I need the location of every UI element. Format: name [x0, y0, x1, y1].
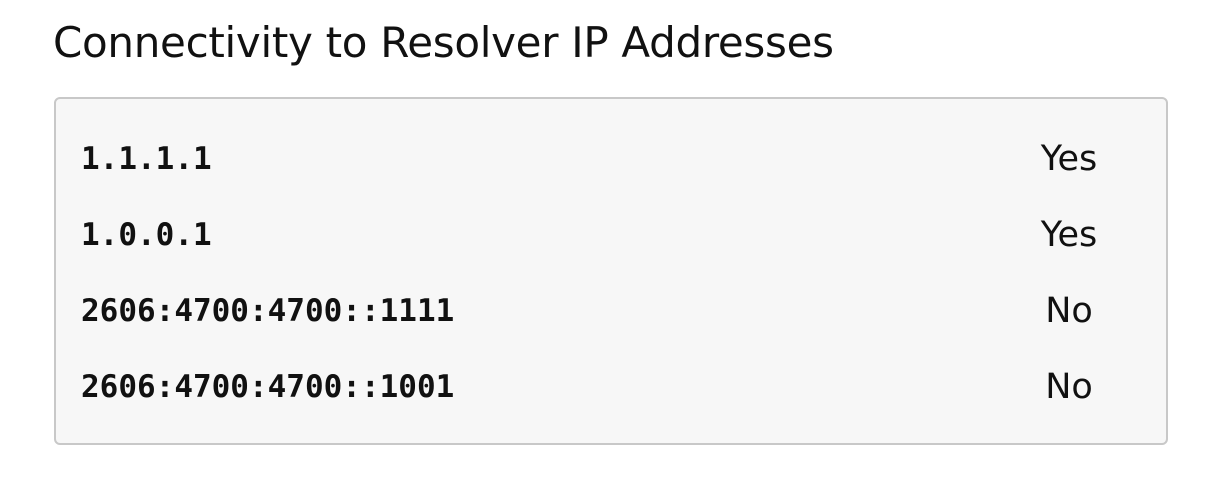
connectivity-status: No [1045, 291, 1093, 331]
connectivity-status: Yes [1040, 215, 1098, 255]
resolver-ip: 2606:4700:4700::1111 [81, 293, 455, 329]
resolver-ip: 1.1.1.1 [81, 141, 212, 177]
resolver-row: 2606:4700:4700::1001 No [56, 349, 1166, 425]
resolver-connectivity-panel: 1.1.1.1 Yes 1.0.0.1 Yes 2606:4700:4700::… [54, 97, 1168, 445]
connectivity-status: No [1045, 367, 1093, 407]
resolver-row: 1.0.0.1 Yes [56, 197, 1166, 273]
resolver-ip: 1.0.0.1 [81, 217, 212, 253]
resolver-row: 2606:4700:4700::1111 No [56, 273, 1166, 349]
connectivity-status: Yes [1040, 139, 1098, 179]
resolver-ip: 2606:4700:4700::1001 [81, 369, 455, 405]
resolver-row: 1.1.1.1 Yes [56, 121, 1166, 197]
section-title: Connectivity to Resolver IP Addresses [53, 18, 834, 67]
